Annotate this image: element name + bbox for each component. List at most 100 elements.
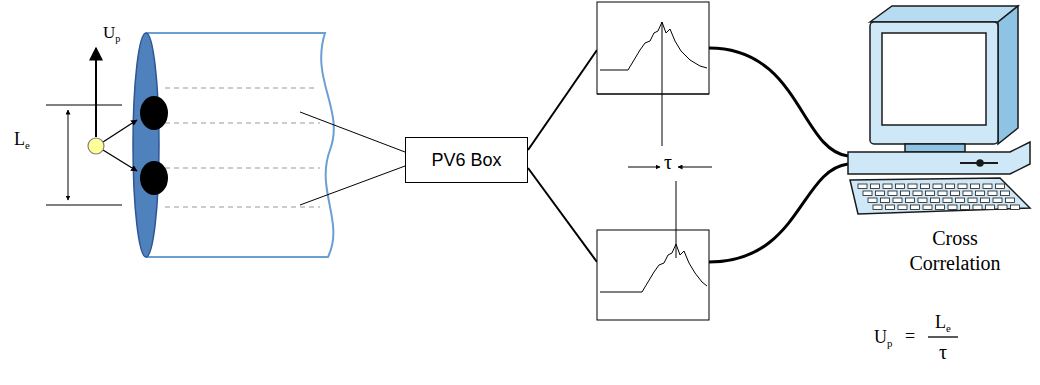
key [983,184,992,189]
key [873,205,882,210]
flow-line [165,206,320,207]
keyboard [850,178,1030,214]
key [863,191,872,196]
key [871,184,880,189]
key [936,205,945,210]
key [893,198,902,203]
distance-label: Le [14,128,30,152]
delay-arrow [678,167,712,168]
key [881,198,890,203]
data-cable [709,164,848,262]
pipe-body [146,33,334,257]
key [908,184,917,189]
key [946,184,955,189]
key [948,205,957,210]
key [883,184,892,189]
key [921,184,930,189]
signal-trace [600,244,707,292]
key [923,205,932,210]
plot-frame [597,94,709,95]
formula-term: Up [874,326,892,350]
pipe-end [133,33,159,257]
flow-line [165,87,318,88]
key [876,191,885,196]
key [961,205,970,210]
peak-marker [662,22,663,146]
probe [140,161,168,195]
monitor-front [870,22,998,144]
key [958,184,967,189]
peak-marker [676,181,677,258]
key [901,191,910,196]
monitor-stand [905,144,965,152]
key [858,184,867,189]
signal-wire [528,168,597,262]
signal-wire [528,50,597,150]
keyboard-keys [858,184,1020,210]
ray-arrow [103,150,137,171]
key [943,198,952,203]
probe-wire [300,112,405,152]
computer-case [848,142,1030,174]
formula-term: Le [935,311,951,335]
key [973,205,982,210]
dimension-arrow [68,110,69,200]
key [988,191,997,196]
key [918,198,927,203]
delay-label: τ [664,150,672,175]
delay-arrow [628,167,660,168]
key [996,184,1005,189]
key [888,191,897,196]
probe-wire [300,166,405,205]
data-cable [709,48,848,156]
key [981,198,990,203]
key [1006,198,1015,203]
key [886,205,895,210]
monitor-screen [882,33,986,125]
probe [140,96,168,130]
monitor-side [998,6,1018,144]
key [956,198,965,203]
signal-trace [600,22,707,70]
key [976,191,985,196]
computer [848,6,1030,214]
formula-equals: = [905,325,915,348]
monitor-top [870,6,1018,22]
dimension-line [46,205,122,206]
flow-line [165,122,320,123]
key [963,191,972,196]
dimension-line [46,105,122,106]
key [968,198,977,203]
key [1011,205,1020,210]
key [926,191,935,196]
key [868,198,877,203]
particle [88,138,104,154]
formula-term: τ [939,340,947,365]
signal-plot [597,2,709,94]
key [938,191,947,196]
key [896,184,905,189]
key [898,205,907,210]
flow-line [165,167,320,168]
key [906,198,915,203]
method-label: Cross Correlation [885,226,1025,276]
process-box: PV6 Box [405,137,528,183]
signal-plot [597,230,709,320]
ray-arrow [103,120,137,142]
power-button [977,160,983,166]
key [913,191,922,196]
key [933,184,942,189]
key [998,205,1007,210]
key [971,184,980,189]
velocity-label: Up [103,22,120,45]
key [911,205,920,210]
flow-lines [165,88,320,207]
key [1001,191,1010,196]
box-label: PV6 Box [431,150,501,171]
key [986,205,995,210]
velocity-arrow [95,48,97,137]
key [931,198,940,203]
fraction-bar [928,336,958,337]
key [951,191,960,196]
